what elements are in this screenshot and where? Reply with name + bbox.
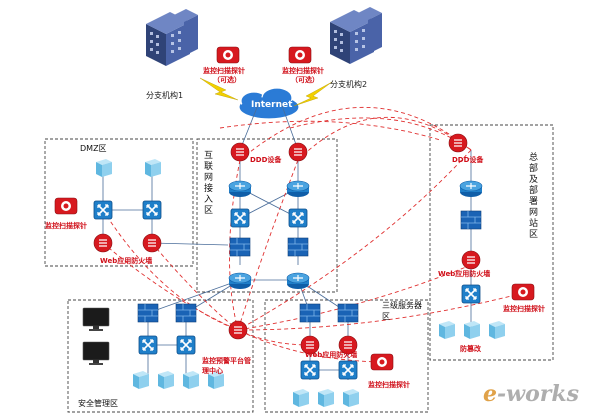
hq-firewall-icon	[460, 210, 482, 230]
dmz-switch-icon	[93, 200, 113, 220]
l3-probe-icon	[370, 353, 394, 371]
router-icon	[286, 180, 310, 198]
internet-access-label: 互联网接入区	[202, 150, 212, 216]
hq-router-icon	[459, 180, 483, 198]
lightning-icon	[293, 81, 333, 107]
dmz-waf-icon	[142, 233, 162, 253]
hq-probe-icon	[511, 283, 535, 301]
hq-waf-icon	[461, 250, 481, 270]
watermark-logo: e-works	[483, 381, 579, 407]
dmz-server-icon	[96, 159, 112, 177]
mgmt-server-icon	[133, 371, 149, 389]
hq-zone	[429, 124, 554, 361]
hq-server-icon	[489, 321, 505, 339]
mgmt-firewall-icon	[137, 303, 159, 323]
l3-switch-icon	[338, 360, 358, 380]
mgmt-server-icon	[158, 371, 174, 389]
dmz-probe-icon	[54, 197, 78, 215]
monitor-icon	[82, 341, 110, 366]
probe-top2-sub: （可选）	[291, 76, 319, 84]
internet-cloud	[238, 87, 300, 120]
level3-zone	[264, 299, 429, 413]
mgmt-firewall-icon	[175, 303, 197, 323]
branch1-label: 分支机构1	[146, 91, 184, 100]
probe-top2-icon	[288, 46, 312, 64]
probe-top1-icon	[216, 46, 240, 64]
hq-server-icon	[439, 321, 455, 339]
hq-switch-icon	[461, 284, 481, 304]
level3-label: 三级服务器区	[382, 301, 422, 321]
internet-label: Internet	[251, 100, 293, 110]
dmz-switch-icon	[142, 200, 162, 220]
probe-dmz-label: 监控扫描探针	[45, 222, 87, 230]
lightning-icon	[199, 77, 239, 101]
mgmt-server-icon	[183, 371, 199, 389]
probe-l3-label: 监控扫描探针	[368, 381, 410, 389]
hq-ddd-icon	[448, 133, 468, 153]
dmz-waf-icon	[93, 233, 113, 253]
l3-server-icon	[343, 389, 359, 407]
branch2-building-icon	[330, 7, 382, 64]
anti-tamper-label: 防篡改	[460, 345, 481, 353]
router-icon	[228, 180, 252, 198]
probe-top1-label: 监控扫描探针	[203, 67, 245, 75]
waf-dmz-label: Web应用防火墙	[100, 257, 153, 265]
hq-server-icon	[464, 321, 480, 339]
security-mgmt-zone	[67, 299, 254, 413]
firewall-icon	[229, 237, 251, 257]
hq-label: 总部及部署网站区	[527, 152, 537, 240]
branch2-label: 分支机构2	[330, 80, 368, 89]
ddd-left-label: DDD设备	[250, 156, 282, 164]
platform-label: 监控预警平台管理中心	[202, 357, 251, 375]
l3-firewall-icon	[337, 303, 359, 323]
core-router-icon	[286, 272, 310, 290]
ddd-right-label: DDD设备	[452, 156, 484, 164]
probe-top2-label: 监控扫描探针	[282, 67, 324, 75]
waf-l3-label: Web应用防火墙	[305, 351, 358, 359]
probe-top1-sub: （可选）	[213, 76, 241, 84]
l3-server-icon	[293, 389, 309, 407]
internet-access-zone	[196, 138, 338, 293]
l3-firewall-icon	[299, 303, 321, 323]
dmz-label: DMZ区	[80, 144, 107, 153]
l3-server-icon	[318, 389, 334, 407]
platform-icon	[228, 320, 248, 340]
branch1-building-icon	[146, 9, 198, 66]
ddd-device-icon	[288, 142, 308, 162]
l3-switch-icon	[300, 360, 320, 380]
probe-hq-label: 监控扫描探针	[503, 305, 545, 313]
mgmt-switch-icon	[138, 335, 158, 355]
dmz-zone	[44, 138, 194, 267]
mgmt-switch-icon	[176, 335, 196, 355]
core-router-icon	[228, 272, 252, 290]
monitor-icon	[82, 307, 110, 332]
waf-hq-label: Web应用防火墙	[438, 270, 491, 278]
switch-icon	[288, 208, 308, 228]
firewall-icon	[287, 237, 309, 257]
switch-icon	[230, 208, 250, 228]
dmz-server-icon	[145, 159, 161, 177]
ddd-device-icon	[230, 142, 250, 162]
security-mgmt-label: 安全管理区	[78, 399, 118, 408]
